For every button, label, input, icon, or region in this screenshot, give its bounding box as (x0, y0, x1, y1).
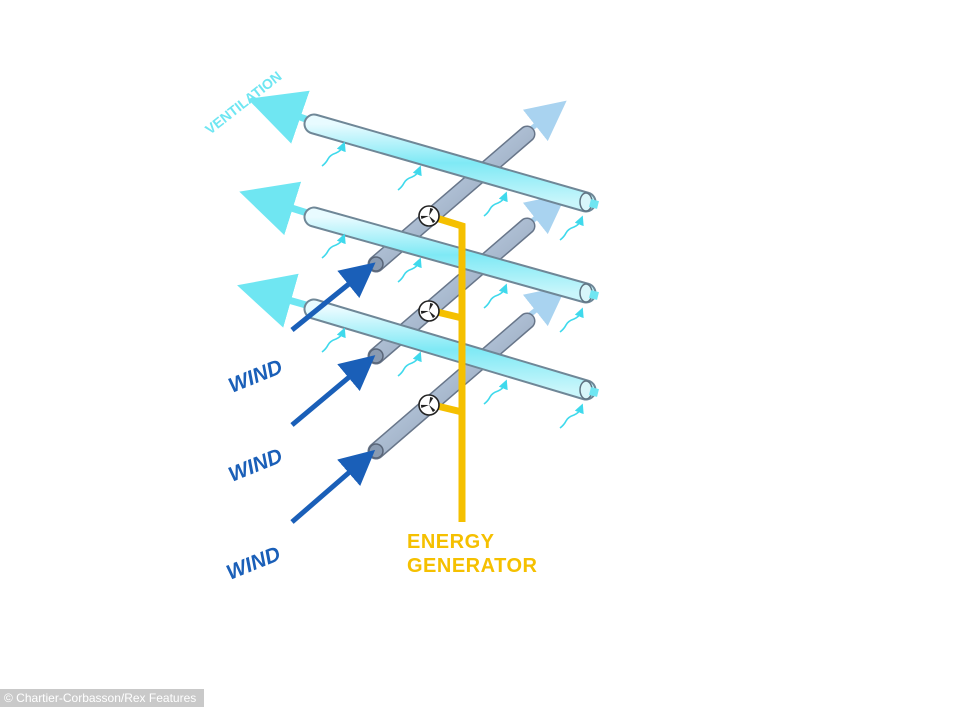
wind-arrows (290, 262, 376, 524)
air-current-icon (397, 257, 422, 283)
wind-label: WIND (225, 444, 286, 486)
air-current-icon (397, 351, 422, 377)
wind-label: WIND (225, 355, 286, 397)
ventilation-tubes (303, 113, 599, 401)
wind-label: WIND (223, 542, 284, 584)
turbine-icon (418, 205, 440, 227)
photo-credit: © Chartier-Corbasson/Rex Features (0, 689, 205, 707)
air-current-icon (397, 165, 422, 191)
air-current-icon (321, 327, 346, 353)
air-current-icon (483, 379, 508, 405)
arrow-icon (290, 355, 376, 427)
energy-label: ENERGY (407, 531, 495, 553)
air-current-icon (483, 283, 508, 309)
turbine-icon (418, 300, 440, 322)
arrow-icon (290, 449, 376, 524)
generator-label: GENERATOR (407, 555, 537, 577)
air-current-icon (559, 307, 584, 333)
ventilation-tube (303, 298, 597, 401)
ventilation-label: VENTILATION (202, 68, 285, 137)
air-current-icon (559, 215, 584, 241)
ventilation-tube (303, 206, 597, 304)
air-current-icon (483, 191, 508, 217)
air-currents (321, 141, 584, 429)
air-current-icon (321, 141, 346, 167)
turbines (418, 205, 440, 416)
wind-pipe (367, 312, 536, 460)
air-current-icon (321, 233, 346, 259)
turbine-icon (418, 394, 440, 416)
ventilation-tube (303, 113, 597, 213)
arrow-icon (290, 262, 376, 332)
air-current-icon (559, 403, 584, 429)
